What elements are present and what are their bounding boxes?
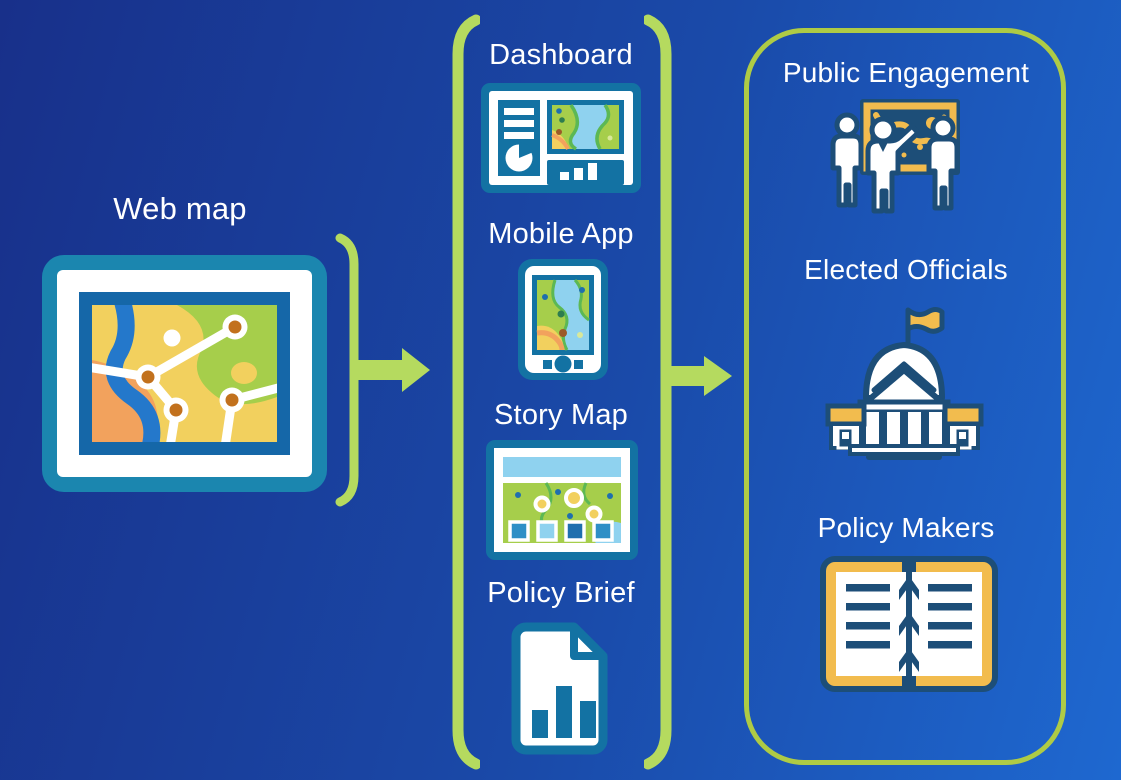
products-arrow-icon	[666, 356, 732, 396]
bar-chart-widget	[560, 163, 597, 180]
open-book-icon	[820, 556, 998, 692]
mobile-map-screen	[536, 279, 590, 351]
spine-stitches	[899, 576, 919, 672]
policy-brief-label: Policy Brief	[487, 577, 635, 609]
products-bracket-right	[644, 14, 672, 770]
web-map-icon	[42, 255, 327, 492]
map-nodes	[135, 314, 248, 423]
closing-bracket	[335, 233, 359, 507]
flag-icon	[905, 307, 945, 334]
suit-tie-detail	[878, 142, 888, 152]
dashboard-icon	[481, 83, 641, 193]
right-page-lines	[928, 584, 972, 649]
story-map-label: Story Map	[494, 399, 628, 431]
web-map-label: Web map	[113, 191, 247, 226]
people-figures	[830, 112, 960, 214]
policy-brief-document-icon	[511, 622, 608, 755]
columns	[866, 412, 942, 446]
right-wing	[942, 403, 984, 450]
mobile-app-label: Mobile App	[488, 218, 634, 250]
policy-makers-label: Policy Makers	[817, 512, 995, 543]
right-arrow-icon	[356, 348, 430, 392]
public-engagement-label: Public Engagement	[782, 57, 1030, 88]
left-wing	[825, 403, 867, 450]
elected-officials-label: Elected Officials	[804, 254, 1008, 285]
story-map-thumbnails	[508, 520, 614, 542]
left-page-lines	[846, 584, 890, 649]
products-bracket-left	[452, 14, 480, 770]
mobile-buttons	[543, 355, 583, 373]
story-map-body	[503, 482, 621, 543]
document-bar-chart	[532, 686, 596, 738]
audiences-panel	[744, 28, 1066, 765]
dashboard-label: Dashboard	[489, 39, 633, 71]
story-map-icon	[486, 440, 638, 560]
people-at-map-board-icon	[830, 99, 960, 214]
story-map-header-bar	[503, 457, 621, 477]
folded-corner	[570, 623, 607, 660]
dashboard-map-widget	[551, 103, 619, 151]
capitol-building-icon	[825, 307, 984, 460]
web-map-art	[92, 305, 277, 442]
mobile-app-icon	[518, 259, 608, 380]
source-bracket-and-arrow	[335, 233, 430, 507]
